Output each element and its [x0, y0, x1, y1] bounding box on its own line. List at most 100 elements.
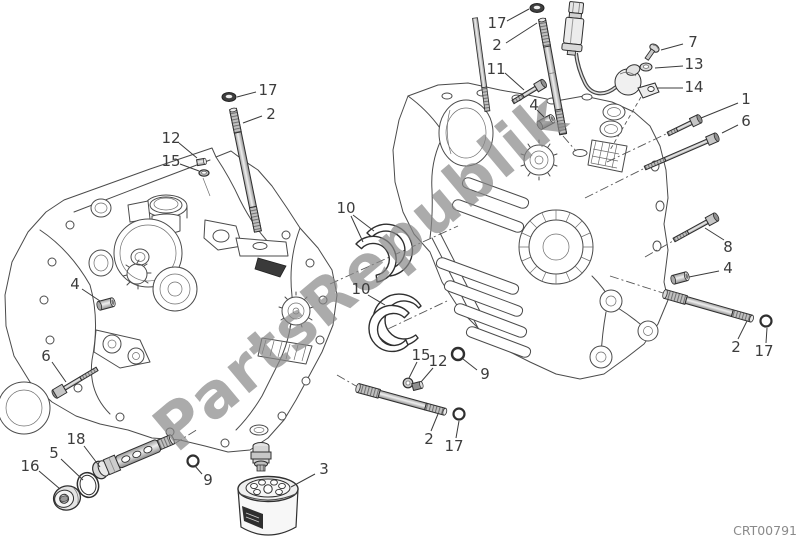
leader-line-12-center — [420, 367, 434, 383]
callout-2-bottom: 2 — [424, 430, 434, 448]
callout-6-left: 6 — [41, 347, 51, 365]
installed-stud — [472, 17, 491, 112]
bolt-8 — [672, 212, 720, 243]
sensor-cable — [574, 52, 618, 96]
leader-line-17-bottom — [455, 420, 460, 439]
callout-17-right: 17 — [754, 342, 773, 360]
callout-8: 8 — [723, 238, 733, 256]
leader-line-17-right — [765, 327, 768, 344]
callout-7: 7 — [688, 33, 698, 51]
leader-line-5 — [60, 458, 84, 481]
crank-bore-right — [518, 209, 594, 285]
leader-line-16 — [38, 470, 61, 490]
tensioner-blade — [254, 257, 287, 278]
washer-15-center — [402, 377, 414, 389]
left-bolt-holes — [39, 220, 328, 448]
leader-line-17-topleft — [236, 91, 257, 98]
callout-10-lower: 10 — [351, 280, 370, 298]
leader-line-8 — [704, 227, 725, 241]
oil-strainer — [92, 434, 175, 480]
plug-16 — [52, 485, 82, 511]
callout-17-bottom: 17 — [444, 437, 463, 455]
leader-line-17-topcenter — [506, 8, 530, 22]
callout-3: 3 — [319, 460, 329, 478]
callout-2-topcenter: 2 — [492, 36, 502, 54]
hatch-detail-left — [257, 337, 313, 365]
leader-line-9-left — [194, 465, 203, 475]
case-ribs — [435, 177, 532, 358]
callout-9-left: 9 — [203, 471, 213, 489]
right-gear-detail — [520, 139, 558, 181]
o-ring-bottom — [452, 407, 466, 421]
washer-15-left-hole — [201, 171, 207, 175]
filter-holes — [250, 479, 286, 496]
callout-15-left: 15 — [161, 152, 180, 170]
callout-11: 11 — [486, 60, 505, 78]
callout-12-center: 12 — [428, 352, 447, 370]
leader-line-18 — [83, 445, 101, 468]
callout-16: 16 — [20, 457, 39, 475]
leader-line-2-topcenter — [505, 22, 538, 44]
callout-12-left: 12 — [161, 129, 180, 147]
o-ring-9-right — [450, 346, 466, 362]
stud-top-left — [229, 107, 262, 233]
callout-2-right: 2 — [731, 338, 741, 356]
cable-connector — [561, 1, 585, 56]
stud-top-center — [538, 17, 568, 136]
leader-line-4-right — [688, 270, 720, 278]
bolt-11 — [511, 78, 548, 105]
callout-4-topcenter: 4 — [529, 96, 539, 114]
dowel-left — [96, 297, 116, 311]
leader-line-15-center — [408, 361, 418, 379]
leader-line-11 — [504, 72, 525, 91]
leader-line-2-bottom — [430, 413, 439, 432]
gasket-5 — [76, 471, 100, 499]
callout-17-topleft: 17 — [258, 81, 277, 99]
seal-washer-top-center — [529, 3, 545, 13]
bearing-shells-lower — [368, 293, 422, 353]
oil-pump-gear — [278, 291, 314, 328]
bearing-shells-upper — [355, 223, 414, 283]
diagram-code: CRT00791 — [733, 523, 797, 538]
sensor-gasket-rings — [599, 103, 626, 138]
leader-line-10-upper — [350, 215, 364, 243]
leader-line-12-left — [178, 142, 198, 159]
pin-12-left — [196, 157, 207, 167]
callout-1: 1 — [741, 90, 751, 108]
filter-label-band — [242, 506, 263, 529]
callout-10-upper: 10 — [336, 199, 355, 217]
speed-sensor — [574, 52, 660, 99]
stud-right — [662, 289, 754, 323]
hatch-detail-right — [587, 139, 628, 173]
leader-line-4-left — [81, 288, 101, 302]
leader-line-15-left — [179, 163, 200, 172]
left-gear-detail — [122, 259, 152, 290]
leader-line-9-right — [462, 358, 478, 371]
oil-filter — [237, 475, 299, 536]
bolt-6-left — [51, 366, 99, 399]
bolt-6-right — [643, 132, 720, 171]
filter-union — [250, 442, 272, 472]
washer-13 — [639, 62, 653, 72]
callout-13: 13 — [684, 55, 703, 73]
seal-washer-top-left — [221, 92, 237, 102]
dowel-top — [536, 114, 556, 130]
callout-5: 5 — [49, 444, 59, 462]
leader-line-7 — [660, 43, 684, 51]
leader-line-3 — [290, 473, 316, 488]
leader-line-1 — [700, 102, 739, 119]
leader-line-2-topleft — [242, 115, 263, 124]
o-ring-9-left — [186, 454, 200, 468]
callout-15-center: 15 — [411, 346, 430, 364]
dowel-right — [670, 271, 690, 285]
bolt-1 — [666, 114, 703, 137]
leader-line-10-upper — [352, 214, 375, 232]
pin-12-center — [411, 380, 424, 392]
callout-18: 18 — [66, 430, 85, 448]
crankcase-right — [392, 17, 669, 380]
leader-line-2-right — [737, 320, 748, 340]
leader-line-6-right — [721, 124, 739, 134]
